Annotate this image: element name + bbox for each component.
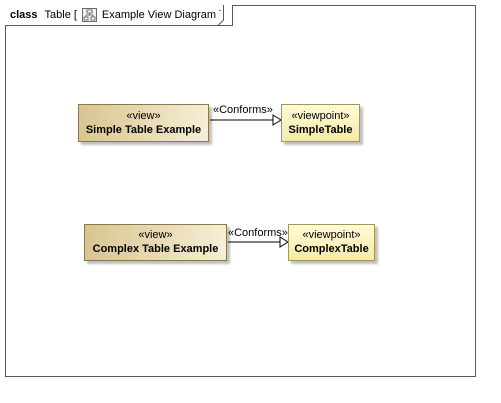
- frame-tab-corner: [212, 5, 224, 26]
- stereotype-label: «view»: [126, 109, 161, 122]
- diagram-frame: [5, 5, 476, 377]
- conforms-arrowhead-complex: [279, 236, 289, 248]
- frame-kind: class: [10, 9, 38, 21]
- frame-diagram-name: Example View Diagram: [101, 9, 217, 21]
- stereotype-label: «view»: [138, 229, 173, 241]
- viewpoint-node-simpletable[interactable]: «viewpoint» SimpleTable: [281, 104, 360, 142]
- node-name: Complex Table Example: [92, 243, 219, 255]
- class-diagram-icon: [81, 8, 97, 22]
- frame-name: Table: [44, 9, 71, 21]
- conforms-label-simple: «Conforms»: [213, 104, 273, 116]
- stereotype-label: «viewpoint»: [302, 229, 361, 241]
- stereotype-label: «viewpoint»: [291, 109, 350, 122]
- view-node-complex-table-example[interactable]: «view» Complex Table Example: [84, 224, 227, 261]
- view-node-simple-table-example[interactable]: «view» Simple Table Example: [78, 104, 209, 142]
- viewpoint-node-complextable[interactable]: «viewpoint» ComplexTable: [288, 224, 375, 261]
- node-name: Simple Table Example: [85, 123, 202, 136]
- frame-open-bracket: [: [73, 9, 77, 21]
- node-name: ComplexTable: [294, 243, 369, 255]
- conforms-arrowhead-simple: [272, 114, 282, 126]
- frame-header: class Table [ Example View Diagram ]: [5, 5, 234, 26]
- node-name: SimpleTable: [288, 123, 353, 136]
- conforms-label-complex: «Conforms»: [228, 227, 288, 239]
